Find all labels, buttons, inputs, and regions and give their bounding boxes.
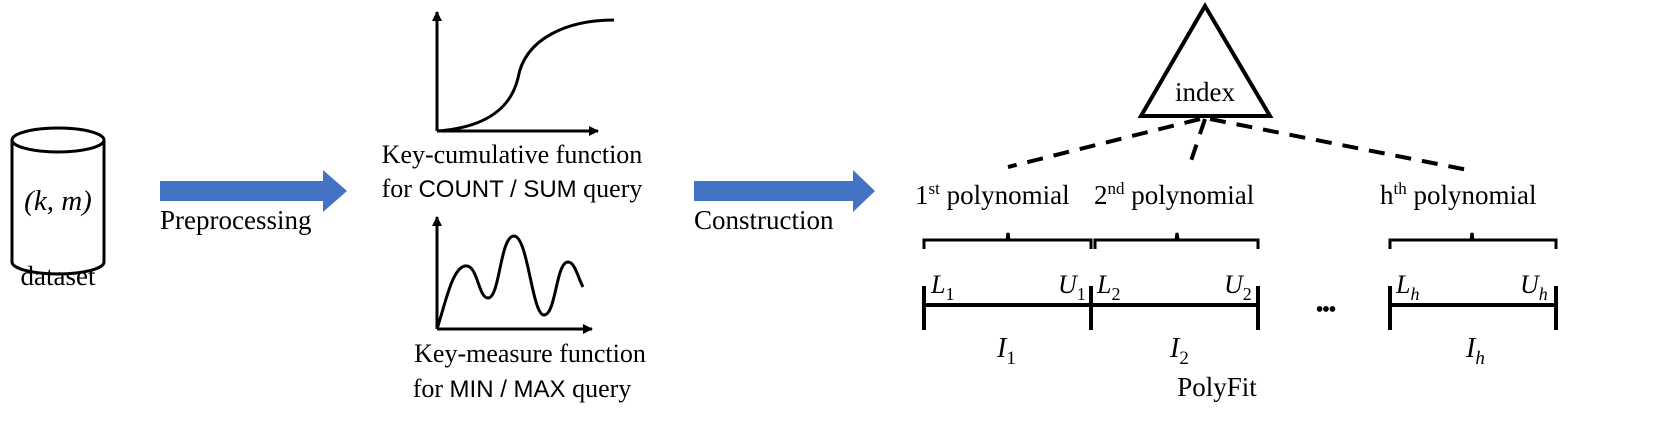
- polynomial-1-label: 1st polynomial: [915, 179, 1070, 210]
- cumulative-subtitle: for COUNT / SUM query: [382, 174, 643, 203]
- measure-chart: [432, 216, 593, 334]
- cumulative-curve: [436, 18, 615, 133]
- polynomial-2-label: 2nd polynomial: [1094, 179, 1254, 210]
- dataset-label: dataset: [21, 261, 96, 291]
- interval-2: [1091, 286, 1260, 330]
- measure-curve: [435, 234, 585, 330]
- interval-1: [922, 286, 1093, 330]
- brace-2: [1093, 232, 1260, 249]
- interval-1-name: I1: [996, 333, 1016, 369]
- index-triangle: [1137, 2, 1274, 118]
- interval-2-name: I2: [1169, 333, 1189, 369]
- interval-h-name: Ih: [1465, 333, 1485, 369]
- polyfit-caption: PolyFit: [1177, 372, 1257, 402]
- interval-2-upper: U2: [1224, 270, 1252, 304]
- measure-title: Key-measure function: [414, 339, 646, 368]
- construction-label: Construction: [694, 205, 834, 235]
- brace-h: [1388, 232, 1558, 249]
- interval-h-lower: Lh: [1395, 270, 1419, 304]
- cumulative-title: Key-cumulative function: [382, 140, 643, 169]
- preprocessing-label: Preprocessing: [160, 205, 311, 235]
- polynomial-h-label: hth polynomial: [1380, 179, 1536, 210]
- construction-arrow: [694, 170, 875, 212]
- dataset-cylinder: [10, 126, 106, 276]
- brace-1: [922, 232, 1093, 249]
- interval-h-upper: Uh: [1520, 270, 1548, 304]
- ellipsis: •••: [1315, 297, 1336, 323]
- interval-2-lower: L2: [1096, 270, 1120, 304]
- cumulative-chart: [432, 11, 615, 136]
- interval-1-upper: U1: [1058, 270, 1086, 304]
- preprocessing-arrow: [160, 170, 347, 212]
- interval-1-lower: L1: [930, 270, 954, 304]
- interval-h: [1388, 286, 1558, 330]
- index-label: index: [1175, 77, 1235, 107]
- measure-subtitle: for MIN / MAX query: [413, 374, 632, 403]
- index-connectors: [1007, 117, 1469, 172]
- dataset-tuple: (k, m): [24, 185, 92, 217]
